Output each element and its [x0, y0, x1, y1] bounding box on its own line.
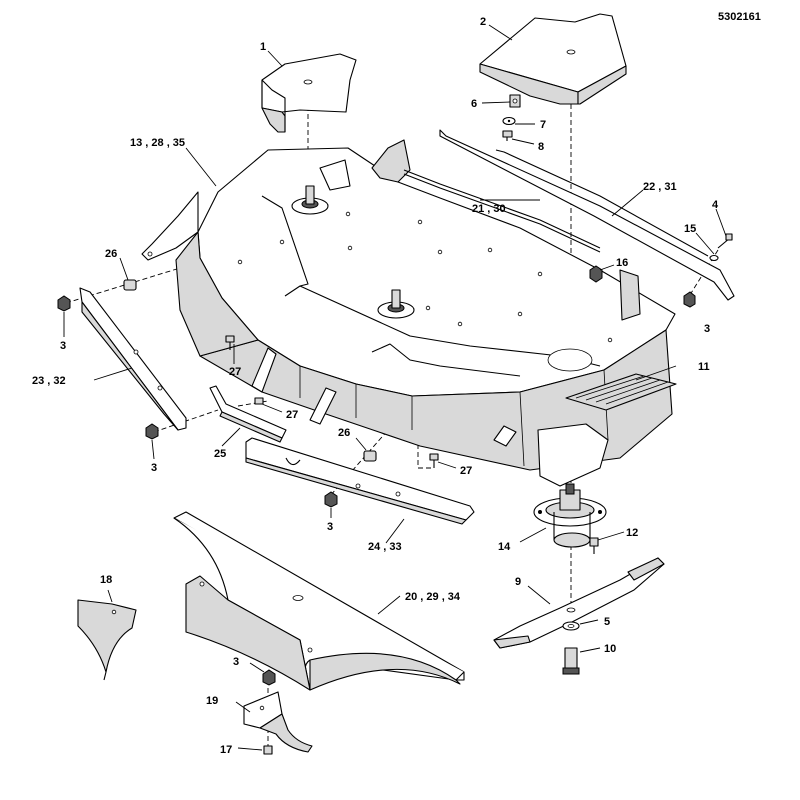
callout-15: 15 — [684, 223, 696, 235]
part-11-step-pad — [565, 373, 677, 411]
callout-16: 16 — [616, 257, 628, 269]
callout-21-30: 21 , 30 — [472, 203, 506, 215]
part-2-belt-cover — [479, 13, 627, 105]
part-8-bolt — [502, 130, 513, 141]
callout-24-33: 24 , 33 — [368, 541, 402, 553]
part-23-32-side-baffle — [79, 287, 187, 431]
callout-26-left: 26 — [105, 248, 117, 260]
callout-20-29-34: 20 , 29 , 34 — [405, 591, 461, 603]
part-17-bolt — [263, 745, 273, 755]
part-25-bracket — [209, 385, 287, 443]
part-5-washer — [562, 621, 580, 631]
callout-18: 18 — [100, 574, 112, 586]
callout-6: 6 — [471, 98, 477, 110]
callout-26-front: 26 — [338, 427, 350, 439]
part-16-nut — [589, 265, 603, 283]
part-3-nut-lower — [262, 669, 276, 686]
part-15-washer — [709, 254, 719, 262]
callout-3-left-top: 3 — [60, 340, 66, 352]
leader-lines — [63, 24, 727, 751]
callout-labels: 5302161 1 2 6 7 8 13 , 28 , 35 22 , 31 4… — [32, 11, 761, 756]
callout-11: 11 — [698, 361, 710, 373]
part-1-cover — [261, 53, 357, 133]
callout-27-b: 27 — [286, 409, 298, 421]
callout-3-front: 3 — [327, 521, 333, 533]
callout-14: 14 — [498, 541, 511, 553]
callout-13-28-35: 13 , 28 , 35 — [130, 137, 185, 149]
part-10-blade-bolt — [562, 647, 580, 675]
part-27-bolt-b — [254, 397, 264, 405]
part-26-spacer-left — [123, 279, 137, 291]
callout-23-32: 23 , 32 — [32, 375, 66, 387]
part-3-nut-right — [683, 291, 696, 308]
document-number: 5302161 — [718, 11, 761, 23]
callout-12: 12 — [626, 527, 638, 539]
callout-1: 1 — [260, 41, 266, 53]
callout-25: 25 — [214, 448, 226, 460]
part-4-bolt — [717, 233, 733, 249]
callout-7: 7 — [540, 119, 546, 131]
part-19-deflector — [243, 691, 313, 753]
part-26-spacer-front — [363, 450, 377, 462]
part-9-blade — [493, 557, 665, 649]
callout-3-lower: 3 — [233, 656, 239, 668]
part-14-spindle — [533, 483, 607, 548]
part-20-29-34-shield — [173, 511, 465, 691]
part-12-bolt — [589, 537, 599, 554]
part-3-nut-left-bottom — [145, 423, 159, 440]
callout-8: 8 — [538, 141, 544, 153]
part-7-washer — [502, 116, 516, 126]
part-24-33-front-baffle — [245, 437, 475, 525]
callout-4: 4 — [712, 199, 719, 211]
callout-27-c: 27 — [460, 465, 472, 477]
main-deck — [141, 139, 676, 487]
callout-2: 2 — [480, 16, 486, 28]
callout-5: 5 — [604, 616, 610, 628]
callout-3-right: 3 — [704, 323, 710, 335]
callout-3-left-bottom: 3 — [151, 462, 157, 474]
callout-19: 19 — [206, 695, 218, 707]
part-22-31-rod — [439, 129, 735, 301]
callout-10: 10 — [604, 643, 616, 655]
part-3-nut-left-top — [57, 295, 71, 312]
part-6-bracket — [509, 94, 521, 108]
callout-17: 17 — [220, 744, 232, 756]
part-27-bolt-a — [225, 335, 235, 350]
part-18-deflector — [77, 599, 137, 681]
callout-22-31: 22 , 31 — [643, 181, 677, 193]
part-27-bolt-c — [429, 453, 439, 468]
part-21-30-rod — [403, 169, 601, 253]
callout-27-a: 27 — [229, 366, 241, 378]
part-3-nut-front — [324, 491, 338, 508]
callout-9: 9 — [515, 576, 521, 588]
